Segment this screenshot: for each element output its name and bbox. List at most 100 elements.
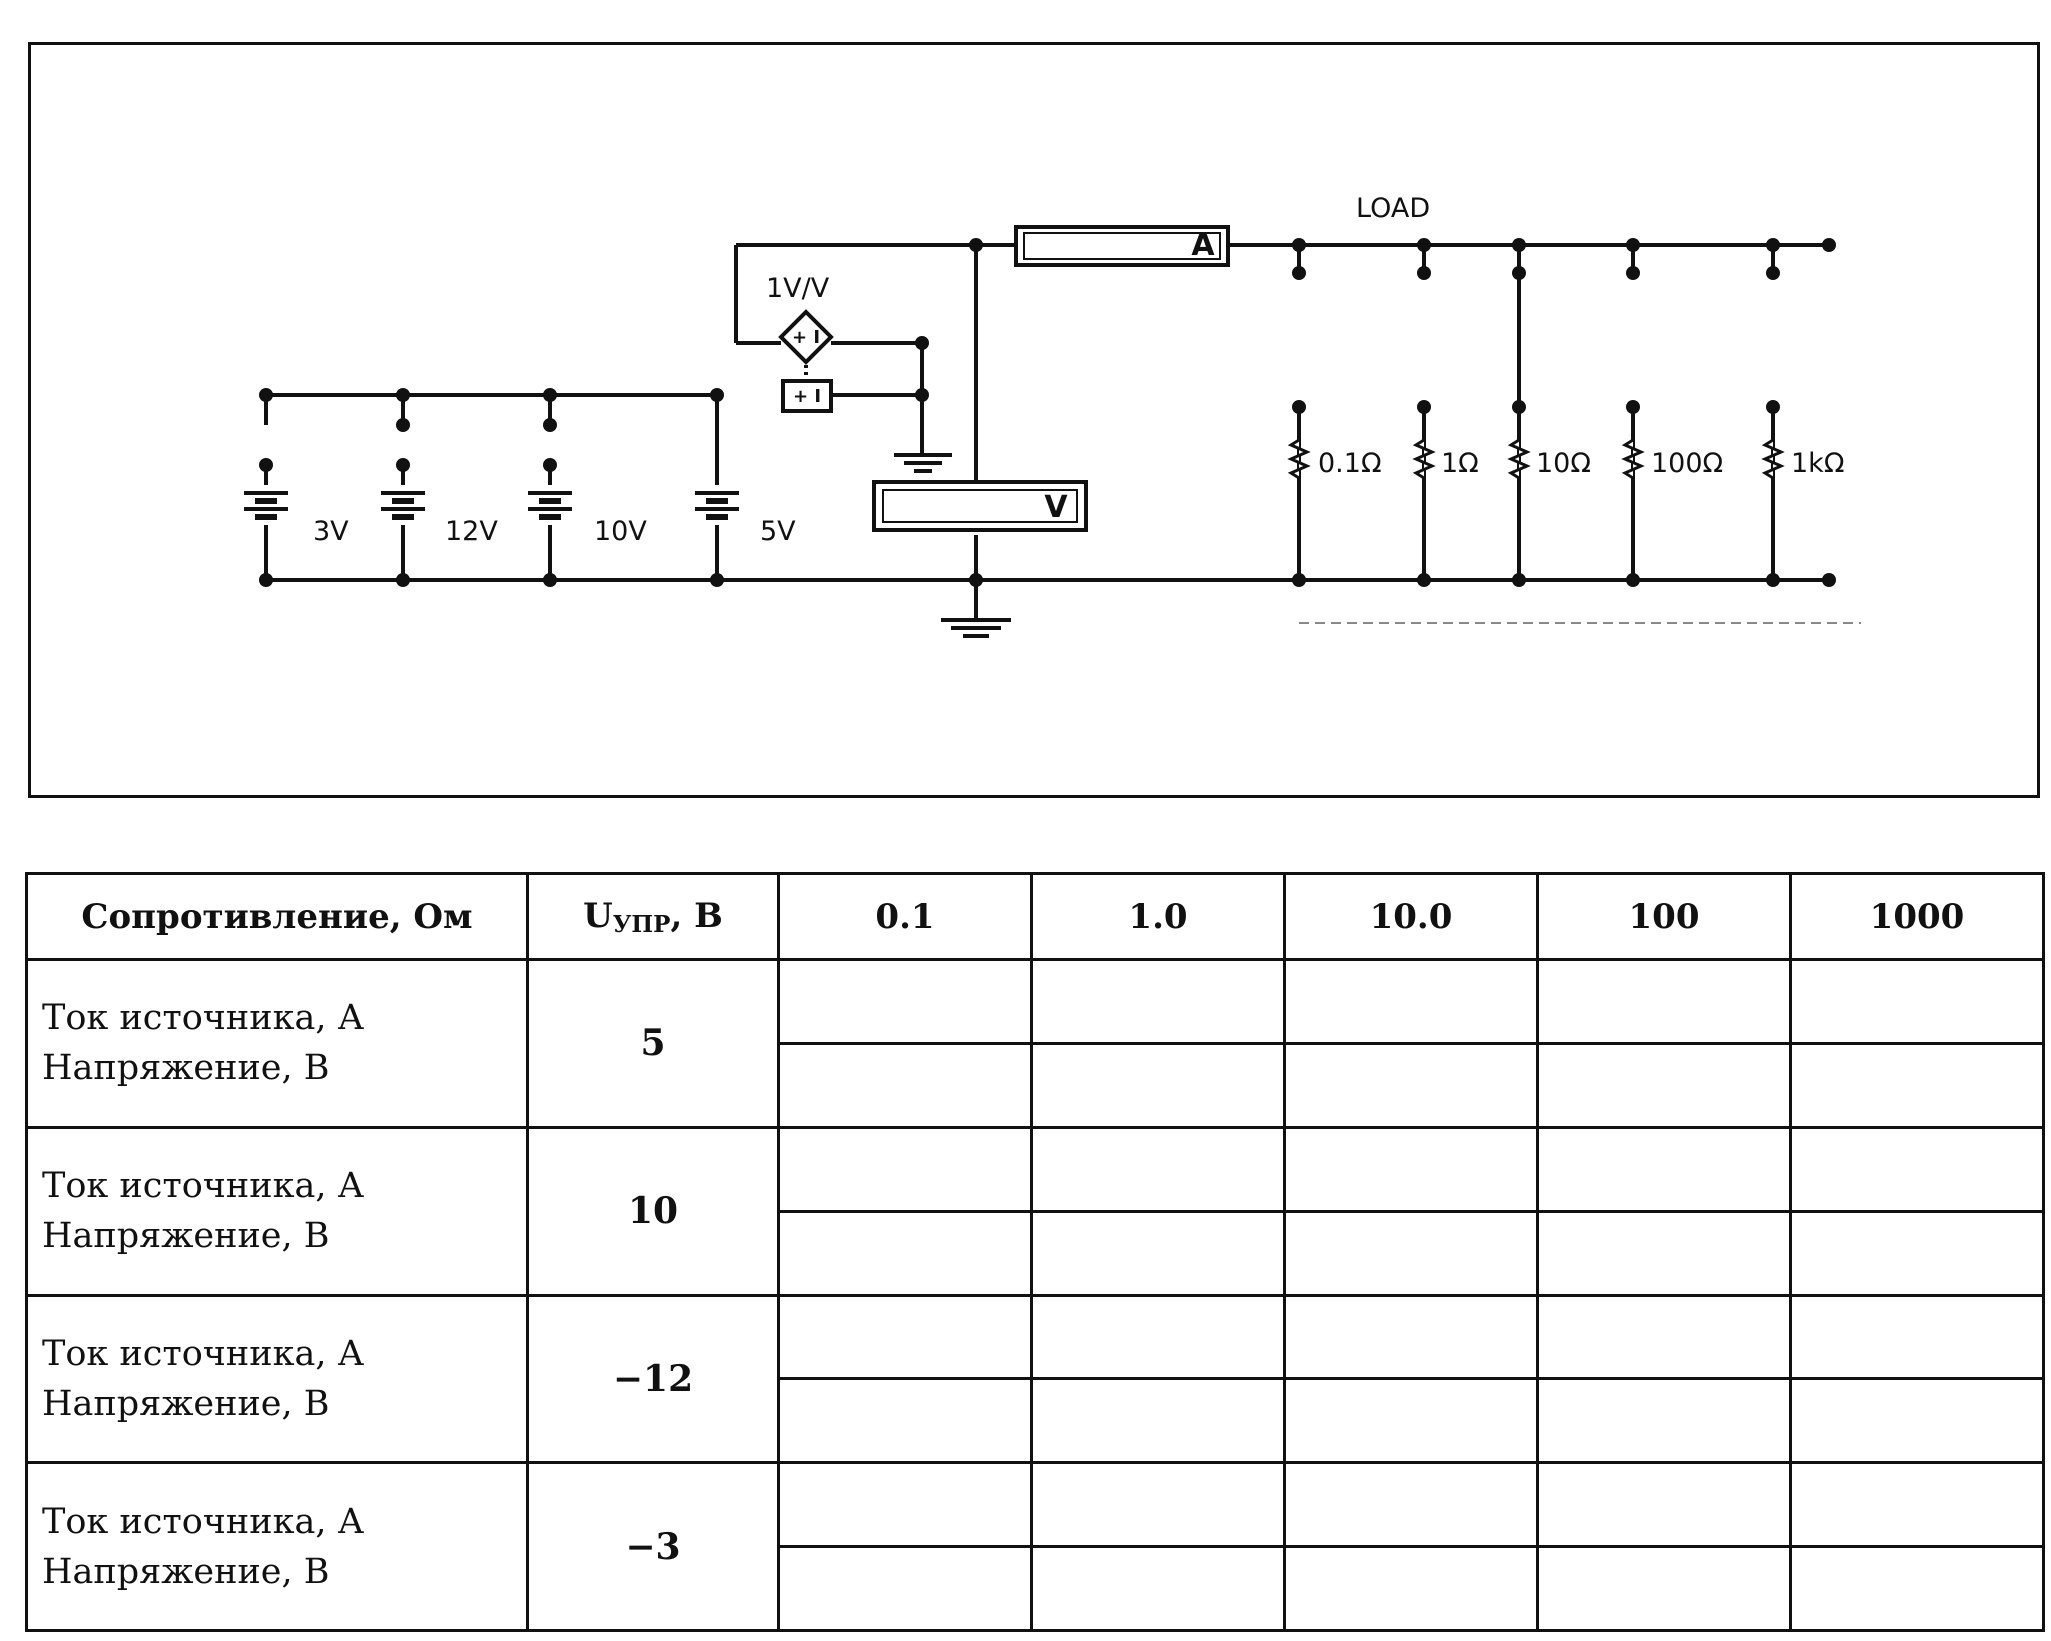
- label-current: Ток источника, А: [42, 1166, 365, 1207]
- gain-label: 1V/V: [766, 273, 830, 304]
- ammeter-icon: [1014, 225, 1230, 267]
- battery-3v-icon: [244, 491, 288, 520]
- voltage-cell[interactable]: [1536, 1377, 1792, 1465]
- voltage-cell[interactable]: [1536, 1041, 1792, 1129]
- circuit-diagram-panel: + I + I A V: [28, 42, 2040, 798]
- voltage-cell[interactable]: [1283, 1209, 1539, 1297]
- label-current: Ток источника, А: [42, 1501, 365, 1542]
- current-cell[interactable]: [1030, 1293, 1286, 1381]
- current-cell[interactable]: [777, 1125, 1033, 1213]
- current-cell[interactable]: [777, 1461, 1033, 1549]
- current-cell[interactable]: [1283, 958, 1539, 1045]
- header-u-unit: , В: [670, 895, 723, 936]
- resistor-1-icon: [1412, 438, 1436, 480]
- table-row: [27, 1377, 2045, 1465]
- voltage-cell[interactable]: [777, 1377, 1033, 1465]
- voltmeter-icon: [872, 480, 1088, 532]
- resistor-1k-icon: [1761, 438, 1785, 480]
- source-label-3v: 3V: [313, 516, 349, 547]
- row-label: Ток источника, А Напряжение, В: [25, 1125, 529, 1297]
- current-cell[interactable]: [1789, 1293, 2045, 1381]
- voltage-cell[interactable]: [1030, 1377, 1286, 1465]
- load-resistor-label-1: 1Ω: [1441, 448, 1479, 479]
- current-cell[interactable]: [1283, 1461, 1539, 1549]
- voltage-cell[interactable]: [1283, 1545, 1539, 1632]
- voltmeter-label: V: [1044, 490, 1068, 525]
- voltage-cell[interactable]: [1283, 1377, 1539, 1465]
- current-cell[interactable]: [1536, 1461, 1792, 1549]
- current-cell[interactable]: [1030, 958, 1286, 1045]
- source-label-10v: 10V: [594, 516, 647, 547]
- sensing-source-symbol: + I: [793, 386, 821, 407]
- voltage-cell[interactable]: [1030, 1041, 1286, 1129]
- circuit-schematic: + I + I A V: [244, 193, 1861, 638]
- resistor-10-icon: [1507, 438, 1531, 480]
- junction-dots: [259, 238, 1836, 587]
- voltage-cell[interactable]: [1789, 1545, 2045, 1632]
- load-resistor-label-100: 100Ω: [1651, 448, 1723, 479]
- label-voltage: Напряжение, В: [42, 1551, 330, 1592]
- current-cell[interactable]: [1030, 1461, 1286, 1549]
- label-current: Ток источника, А: [42, 998, 365, 1039]
- voltage-cell[interactable]: [1536, 1209, 1792, 1297]
- sensing-source-icon: [781, 379, 833, 413]
- voltage-cell[interactable]: [777, 1041, 1033, 1129]
- table-row: [27, 1545, 2045, 1632]
- current-cell[interactable]: [1536, 1293, 1792, 1381]
- load-resistor-label-1k: 1kΩ: [1791, 448, 1844, 479]
- ammeter-label: A: [1191, 228, 1215, 263]
- resistor-0.1-icon: [1287, 438, 1311, 480]
- current-cell[interactable]: [1789, 958, 2045, 1045]
- voltage-cell[interactable]: [1536, 1545, 1792, 1632]
- controlled-source-symbol: + I: [792, 327, 820, 348]
- header-value-1000: 1000: [1789, 872, 2045, 961]
- header-resistance: Сопротивление, Ом: [25, 872, 529, 961]
- measurement-table: Сопротивление, Ом UУПР, В 0.1 1.0 10.0 1…: [25, 872, 2045, 1632]
- load-resistor-label-10: 10Ω: [1536, 448, 1591, 479]
- current-cell[interactable]: [1536, 958, 1792, 1045]
- voltage-cell[interactable]: [1789, 1209, 2045, 1297]
- table-header-row: Сопротивление, Ом UУПР, В 0.1 1.0 10.0 1…: [25, 872, 2045, 961]
- header-u-sub: УПР: [612, 910, 671, 938]
- current-cell[interactable]: [1536, 1125, 1792, 1213]
- current-cell[interactable]: [777, 958, 1033, 1045]
- current-cell[interactable]: [1789, 1461, 2045, 1549]
- u-control-value: −12: [526, 1293, 780, 1465]
- current-cell[interactable]: [1030, 1125, 1286, 1213]
- table-row: [27, 1209, 2045, 1297]
- source-label-5v: 5V: [760, 516, 796, 547]
- table-row: Ток источника, А Напряжение, В 10: [25, 1125, 2045, 1297]
- current-cell[interactable]: [1283, 1293, 1539, 1381]
- u-control-value: 5: [526, 958, 780, 1129]
- voltage-cell[interactable]: [1283, 1041, 1539, 1129]
- u-control-value: 10: [526, 1125, 780, 1297]
- current-cell[interactable]: [1789, 1125, 2045, 1213]
- battery-10v-icon: [528, 491, 572, 520]
- header-u-main: U: [583, 895, 613, 936]
- label-voltage: Напряжение, В: [42, 1216, 330, 1257]
- voltage-cell[interactable]: [1789, 1377, 2045, 1465]
- controlled-source-icon: [778, 309, 834, 365]
- load-label: LOAD: [1356, 193, 1430, 224]
- battery-5v-icon: [695, 491, 739, 520]
- voltage-cell[interactable]: [777, 1209, 1033, 1297]
- header-value-10.0: 10.0: [1283, 872, 1539, 961]
- header-value-0.1: 0.1: [777, 872, 1033, 961]
- label-voltage: Напряжение, В: [42, 1383, 330, 1424]
- voltage-cell[interactable]: [1789, 1041, 2045, 1129]
- voltage-cell[interactable]: [1030, 1545, 1286, 1632]
- voltage-cell[interactable]: [777, 1545, 1033, 1632]
- header-u-control: UУПР, В: [526, 872, 780, 961]
- voltage-cell[interactable]: [1030, 1209, 1286, 1297]
- row-label: Ток источника, А Напряжение, В: [25, 1461, 529, 1632]
- label-voltage: Напряжение, В: [42, 1048, 330, 1089]
- source-label-12v: 12V: [445, 516, 498, 547]
- current-cell[interactable]: [777, 1293, 1033, 1381]
- resistor-100-icon: [1621, 438, 1645, 480]
- table-row: [27, 1041, 2045, 1129]
- current-cell[interactable]: [1283, 1125, 1539, 1213]
- header-value-100: 100: [1536, 872, 1792, 961]
